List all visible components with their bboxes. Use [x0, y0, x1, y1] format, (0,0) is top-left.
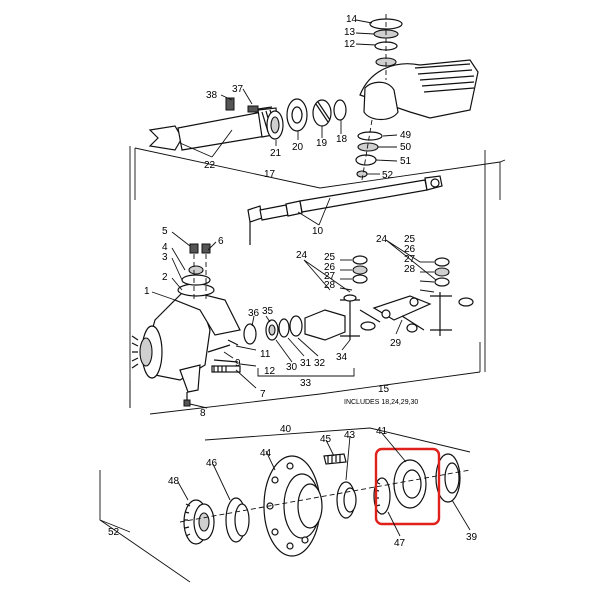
callout-41: 41 [376, 426, 388, 437]
callout-47: 48 [168, 476, 180, 487]
callout-10: 10 [312, 226, 324, 237]
callout-48: 49 [400, 130, 412, 141]
callout-12: 12 [264, 366, 276, 377]
highlight-box [374, 447, 441, 526]
shaft-bearings [266, 98, 347, 140]
callout-46: 47 [394, 538, 406, 549]
steering-arm-parts [177, 243, 215, 300]
housing-outline [129, 146, 486, 408]
callout-25-left: 25 [324, 252, 336, 263]
callout-30: 33 [300, 378, 312, 389]
callout-labels: 14 13 12 37 38 22 21 20 19 18 49 50 51 5… [108, 14, 478, 549]
callout-13: 12 [344, 39, 356, 50]
callout-26-right: 26 [404, 244, 416, 255]
callout-9: 9 [235, 358, 241, 369]
callout-29: 29 [390, 338, 402, 349]
cv-joint-parts [243, 294, 381, 345]
callout-45: 46 [206, 458, 218, 469]
callout-28-left: 28 [324, 280, 336, 291]
callout-43: 44 [260, 448, 272, 459]
note-17: INCLUDES 18,24,29,30 [344, 399, 418, 406]
callout-4: 4 [162, 242, 168, 253]
callout-37: 37 [232, 84, 244, 95]
callout-8: 8 [200, 408, 206, 419]
callout-34: 34 [336, 352, 348, 363]
bearing-45 [225, 497, 250, 543]
callout-6: 6 [218, 236, 224, 247]
callout-21: 20 [292, 142, 304, 153]
callout-11: 11 [260, 349, 271, 360]
callout-15: 14 [346, 14, 358, 25]
seal-39 [435, 453, 461, 503]
callout-42: 43 [344, 430, 356, 441]
callout-51: 52 [382, 170, 394, 181]
callout-24-right: 24 [376, 234, 388, 245]
callout-3: 3 [162, 252, 168, 263]
coupler-parts [352, 255, 474, 336]
callout-52: 52 [108, 527, 120, 538]
callout-25-right: 25 [404, 234, 416, 245]
callout-39: 39 [466, 532, 478, 543]
bearing-stack-top [369, 14, 403, 80]
callout-26-left: 26 [324, 262, 336, 273]
axle-housing [359, 59, 479, 121]
callout-17: 15 [378, 384, 390, 395]
bracket-30 [257, 368, 355, 377]
pins-and-bolts [183, 339, 241, 407]
callout-27-right: 27 [404, 254, 416, 265]
callout-14: 13 [344, 27, 356, 38]
bolts-37-38 [225, 97, 273, 113]
gear-47 [183, 499, 215, 545]
axle-shaft [148, 107, 279, 151]
bearing-cup-41 [393, 459, 427, 509]
callout-40: 40 [280, 424, 292, 435]
callout-20: 19 [316, 138, 328, 149]
hub-center-line [179, 469, 471, 523]
callout-23: 22 [204, 160, 216, 171]
callout-50: 51 [400, 156, 412, 167]
callout-35: 35 [262, 306, 274, 317]
seal-42 [336, 481, 357, 519]
callout-33: 32 [314, 358, 326, 369]
bracket-18 [134, 147, 506, 189]
callout-2: 2 [162, 272, 168, 283]
callout-22: 21 [270, 148, 282, 159]
callout-49: 50 [400, 142, 412, 153]
callout-28-right: 28 [404, 264, 416, 275]
hub-43 [263, 455, 323, 557]
leader-lines [99, 19, 471, 537]
stud-44 [323, 453, 347, 465]
callout-24-left: 24 [296, 250, 308, 261]
pivot-parts-48-51 [355, 119, 383, 181]
steering-knuckle [131, 289, 241, 393]
callout-32: 31 [300, 358, 312, 369]
callout-1: 1 [144, 286, 150, 297]
callout-7: 7 [260, 389, 266, 400]
callout-31: 30 [286, 362, 298, 373]
bracket-18-ends [134, 148, 501, 200]
bracket-17 [149, 371, 481, 415]
callout-44: 45 [320, 434, 332, 445]
callout-38: 38 [206, 90, 218, 101]
callout-36: 36 [248, 308, 260, 319]
callout-19: 18 [336, 134, 348, 145]
callout-18: 17 [264, 169, 276, 180]
callout-27-left: 27 [324, 271, 336, 282]
bracket-40 [204, 427, 471, 453]
callout-5: 5 [162, 226, 168, 237]
